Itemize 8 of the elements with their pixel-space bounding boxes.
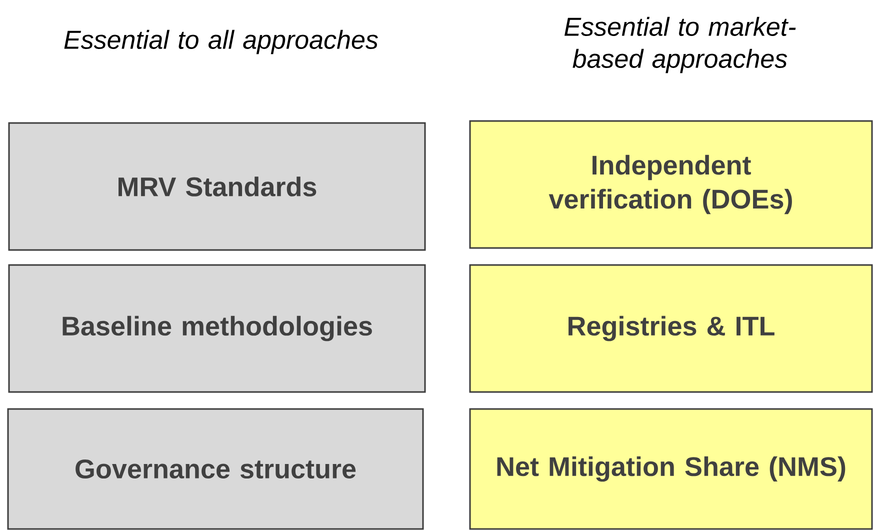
label-box: Net Mitigation Share (NMS) (469, 408, 873, 530)
label-box: Governance structure (7, 408, 424, 530)
label-box: MRV Standards (8, 122, 426, 251)
label-box: Baseline methodologies (8, 264, 426, 393)
column-heading: Essential to market-based approaches (564, 16, 796, 74)
label-box: Independent verification (DOEs) (469, 120, 873, 249)
label-box: Registries & ITL (469, 264, 873, 393)
column-heading: Essential to all approaches (64, 30, 378, 54)
